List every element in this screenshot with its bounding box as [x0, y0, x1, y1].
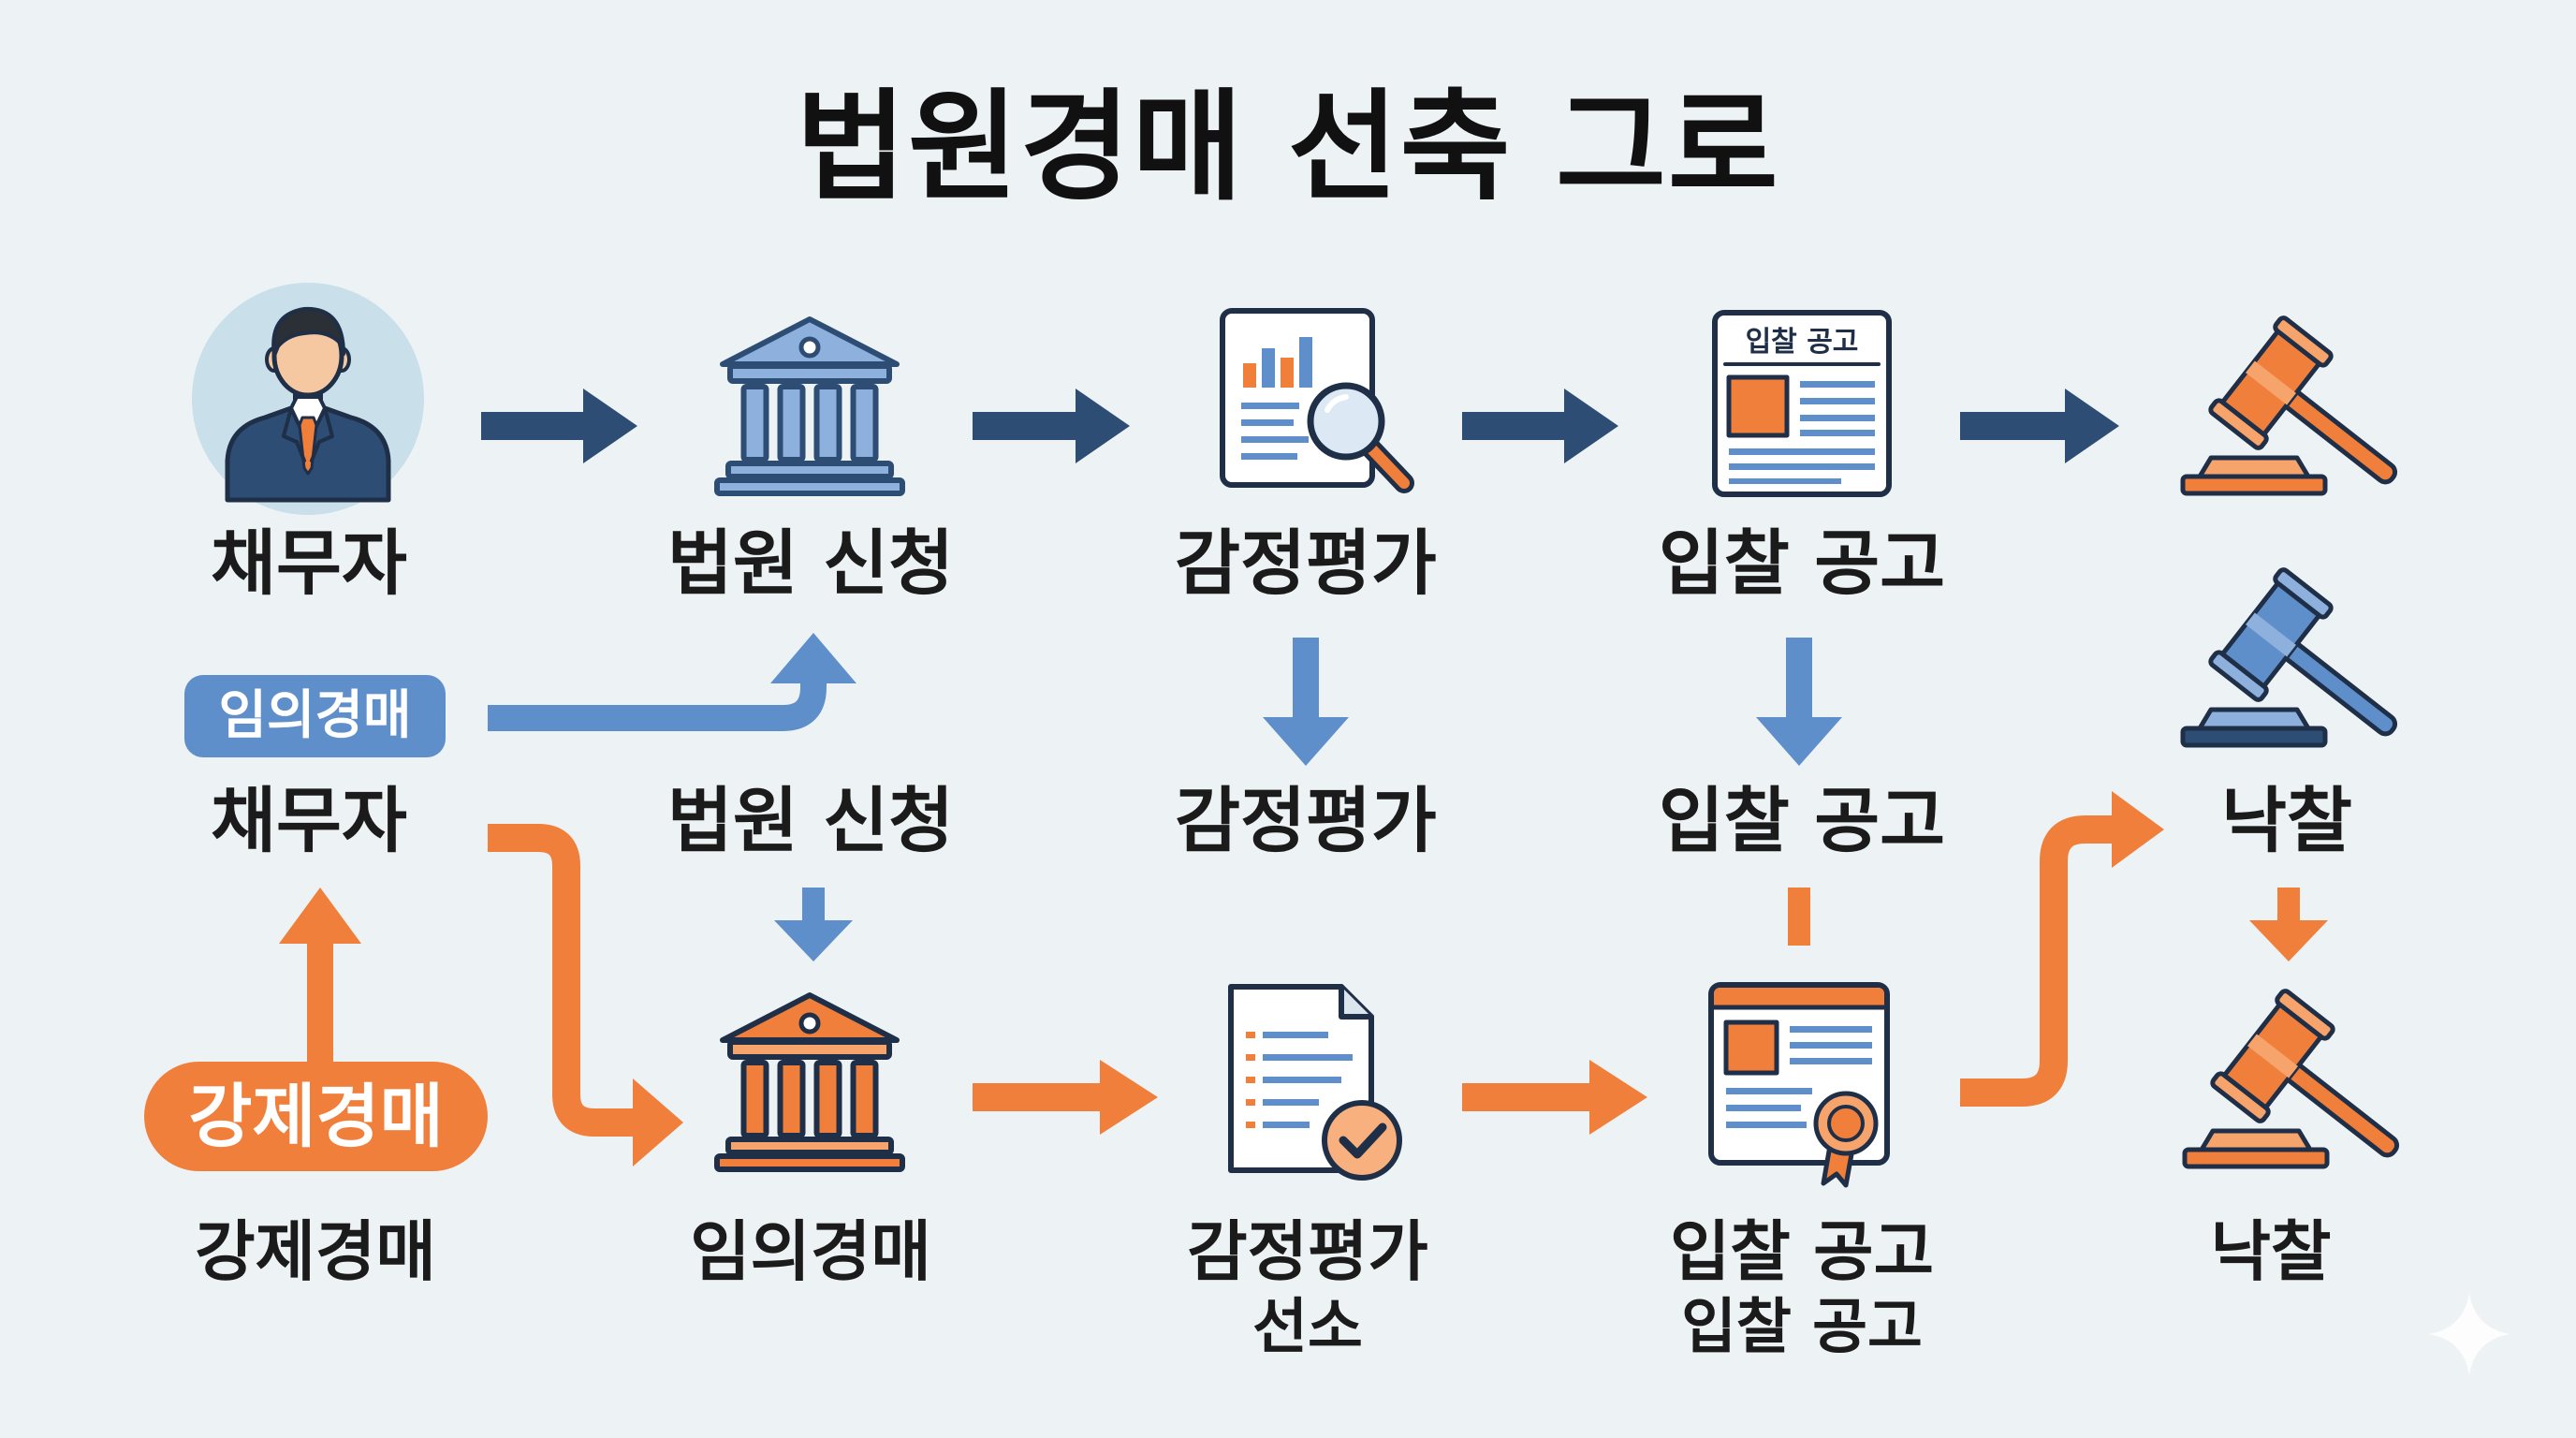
connector-dash: [1788, 888, 1810, 946]
newspaper-heading: 입찰 공고: [1746, 326, 1859, 359]
row3-label-compulsory-auction: 강제경매: [195, 1213, 436, 1290]
row3-label-appraisal: 감정평가: [1187, 1213, 1428, 1290]
magnifier-icon: [1307, 382, 1414, 493]
newspaper-icon: 입찰 공고: [1712, 310, 1892, 497]
arrow-voluntary-to-court: [488, 633, 856, 731]
arrow-notice-to-winning-bid: [1960, 791, 2164, 1107]
sparkle-icon: [2428, 1293, 2510, 1375]
arrow-debtor-to-court: [481, 389, 637, 463]
seal-icon: [1813, 1091, 1879, 1188]
row3-label-voluntary-auction: 임의경매: [690, 1213, 931, 1290]
row2-label-bid-notice: 입찰 공고: [1658, 779, 1946, 862]
arrow-debtor-to-voluntary: [488, 824, 683, 1167]
row3-label-bid-notice-line2: 입찰 공고: [1681, 1293, 1923, 1362]
row2-label-appraisal: 감정평가: [1175, 779, 1437, 862]
report-magnifier-icon: [1220, 308, 1414, 493]
row2-label-debtor: 채무자: [211, 779, 407, 862]
arrow-voluntary-to-appraisal: [973, 1060, 1158, 1135]
row3-label-appraisal-line2: 선소: [1252, 1293, 1363, 1362]
gavel-icon: [2180, 315, 2398, 496]
arrow-winning-bid-down: [2249, 888, 2328, 961]
row2-label-court-application: 법원 신청: [666, 779, 955, 862]
courthouse-icon: [714, 316, 905, 496]
arrow-appraisal-to-notice: [1462, 389, 1618, 463]
arrow-appraisal-to-notice-row3: [1462, 1060, 1647, 1135]
bar-chart-icon: [1243, 337, 1312, 388]
row3-label-winning-bid: 낙찰: [2210, 1213, 2332, 1290]
arrow-court-down: [774, 888, 853, 961]
document-check-icon: [1228, 984, 1402, 1181]
step-label-appraisal: 감정평가: [1175, 521, 1437, 605]
step-label-debtor: 채무자: [211, 521, 407, 605]
compulsory-auction-badge: 강제경매: [144, 1062, 488, 1171]
arrow-notice-to-auction: [1960, 389, 2119, 463]
row2-label-winning-bid: 낙찰: [2221, 779, 2352, 862]
arrow-notice-down: [1756, 638, 1842, 766]
arrow-appraisal-down: [1263, 638, 1349, 766]
row3-label-bid-notice: 입찰 공고: [1670, 1213, 1934, 1290]
gavel-icon: [2180, 567, 2398, 748]
arrow-court-to-appraisal: [973, 389, 1130, 463]
voluntary-auction-badge: 임의경매: [184, 675, 446, 757]
person-icon: [192, 283, 424, 515]
courthouse-icon: [714, 992, 905, 1172]
step-label-court-application: 법원 신청: [666, 521, 955, 605]
arrow-compulsory-up: [279, 888, 361, 1064]
step-label-bid-notice: 입찰 공고: [1658, 521, 1946, 605]
gavel-icon: [2182, 989, 2400, 1169]
newspaper-seal-icon: [1708, 982, 1890, 1188]
page-title: 법원경매 선축 그로: [796, 78, 1780, 217]
check-circle-icon: [1322, 1100, 1402, 1181]
